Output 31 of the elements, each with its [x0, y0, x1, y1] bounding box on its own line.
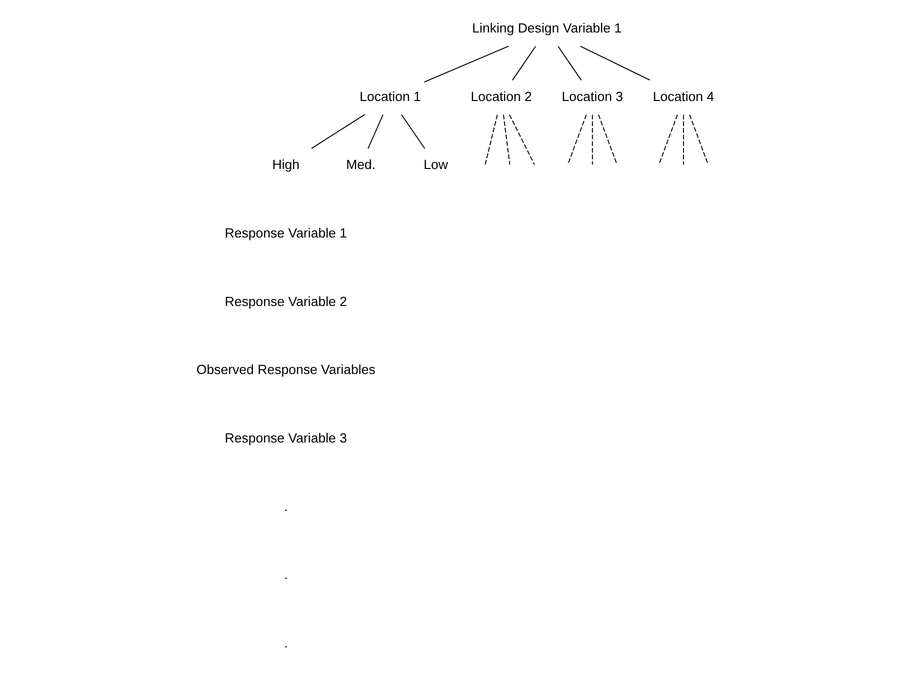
connector	[591, 114, 592, 166]
connector	[579, 46, 650, 81]
connector	[423, 46, 509, 82]
connector	[502, 114, 510, 166]
label: Response Variable 1	[224, 226, 346, 241]
node-text: Location 1	[359, 88, 420, 104]
connector	[511, 46, 536, 81]
connector	[508, 114, 534, 166]
node-text: Location 4	[652, 88, 714, 104]
connector	[367, 114, 383, 149]
connector	[682, 114, 684, 166]
connector	[484, 114, 498, 166]
node-text: Linking Design Variable 1	[472, 20, 622, 36]
node-text: Location 2	[470, 88, 532, 104]
connector	[688, 114, 708, 166]
connector	[557, 46, 582, 81]
connector	[566, 114, 586, 166]
connector	[310, 114, 365, 149]
node-text: Low	[423, 157, 448, 172]
node-text: Location 3	[561, 88, 623, 104]
connector	[400, 114, 425, 149]
connector	[598, 114, 618, 166]
label: .	[284, 567, 288, 582]
node-text: Med.	[346, 157, 376, 172]
connector	[658, 114, 678, 166]
node-text: High	[272, 157, 300, 172]
label: Observed Response Variables	[196, 362, 375, 378]
label: Response Variable 2	[224, 294, 346, 309]
label: Response Variable 3	[224, 430, 346, 446]
label: .	[284, 498, 288, 514]
label: .	[284, 635, 288, 650]
